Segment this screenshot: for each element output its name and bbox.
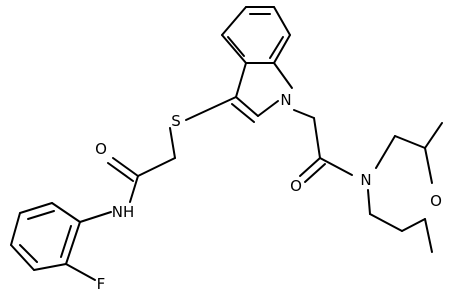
indole-pyrrole-ring [231, 62, 293, 123]
ketone-oxygen-label: O [290, 177, 302, 195]
amide-nitrogen-label: NH [112, 203, 135, 221]
thioacetamide-chain [107, 96, 237, 203]
morpholine-oxygen-label: O [430, 192, 442, 210]
indole-nitrogen-label: N [280, 91, 291, 109]
sulfur-atom-label: S [171, 112, 181, 130]
fluorophenyl-ring [10, 202, 112, 281]
fluorine-atom-label: F [97, 275, 106, 293]
morpholine-acetyl-chain [293, 109, 443, 253]
indole-benzene-ring [221, 6, 291, 64]
morpholine-nitrogen-label: N [360, 171, 371, 189]
amide-oxygen-label: O [95, 140, 107, 158]
